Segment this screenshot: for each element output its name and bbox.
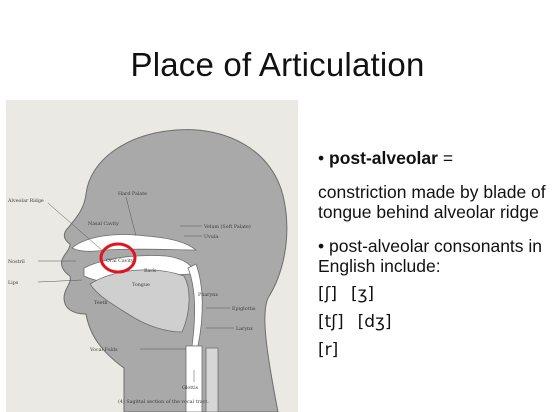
ipa-row-1: [ʃ] [ʒ] [318, 284, 555, 304]
ipa-ezh: [ʒ] [351, 284, 374, 304]
label-epiglottis: Epiglottis [232, 306, 256, 312]
bullet-post-alveolar: • post-alveolar = [318, 148, 555, 168]
label-pharynx: Pharynx [198, 292, 218, 298]
label-nasal-cavity: Nasal Cavity [88, 221, 119, 227]
label-hard-palate: Hard Palate [118, 191, 147, 197]
figure-caption: (4) Sagittal section of the vocal tract. [118, 398, 209, 405]
label-tongue: Tongue [132, 282, 150, 288]
ipa-row-2: [tʃ] [dʒ] [318, 312, 555, 332]
slide-title: Place of Articulation [0, 46, 555, 84]
label-oral-cavity: Oral Cavity [106, 258, 134, 264]
bullet-consonants: • post-alveolar consonants in English in… [318, 236, 555, 276]
text-column: • post-alveolar = constriction made by b… [318, 148, 555, 360]
label-back: Back [144, 268, 156, 274]
vocal-tract-svg: Alveolar Ridge Hard Palate Nasal Cavity … [6, 100, 298, 412]
label-glottis: Glottis [182, 385, 199, 391]
label-teeth: Teeth [94, 300, 108, 306]
label-nostril: Nostril [8, 259, 25, 265]
definition-text: constriction made by blade of tongue beh… [318, 182, 555, 222]
ipa-t-esh: [tʃ] [318, 312, 344, 332]
label-uvula: Uvula [204, 234, 218, 240]
bullet-marker: • [318, 148, 324, 168]
term-post-alveolar: post-alveolar [329, 148, 438, 168]
term-suffix: = [438, 148, 453, 168]
label-larynx: Larynx [236, 326, 253, 332]
ipa-esh: [ʃ] [318, 284, 337, 304]
label-lips: Lips [8, 280, 19, 286]
label-vocal-folds: Vocal Folds [89, 347, 118, 353]
ipa-d-ezh: [dʒ] [358, 312, 392, 332]
label-alveolar-ridge: Alveolar Ridge [7, 198, 44, 204]
label-velum: Velum (Soft Palate) [203, 223, 251, 230]
ipa-r: [r] [318, 340, 338, 360]
ipa-row-3: [r] [318, 340, 555, 360]
vocal-tract-diagram: Alveolar Ridge Hard Palate Nasal Cavity … [6, 100, 298, 412]
